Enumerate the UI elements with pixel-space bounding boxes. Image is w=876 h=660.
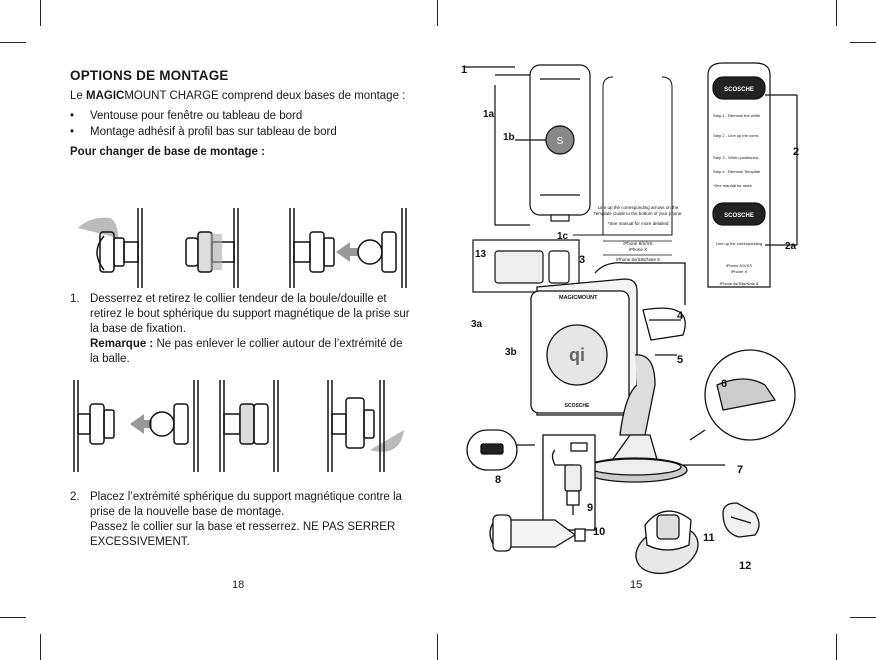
card-step: *See manual for more [713, 183, 753, 188]
crop-mark [850, 617, 876, 618]
instruction-card [707, 62, 798, 288]
intro-post: MOUNT CHARGE comprend deux bases de mont… [124, 90, 406, 102]
callout-label: 1c [557, 231, 569, 242]
callout-label: 1 [461, 64, 467, 76]
callout-label: 7 [737, 464, 743, 476]
card-line: iPhone X [731, 269, 748, 274]
callout-label: 9 [587, 502, 593, 514]
step2-illustrations [73, 380, 404, 472]
list-item: Montage adhésif à profil bas sur tableau… [70, 124, 410, 140]
callout-label: 6 [721, 378, 727, 390]
illustration-remove-ball [185, 208, 239, 288]
illustration-insert-ball [73, 380, 199, 472]
card-step: Step 2 - Line up the corre- [713, 133, 760, 138]
step-number: 2. [70, 491, 80, 503]
crop-mark [0, 42, 26, 43]
step-1: 1. Desserrez et retirez le collier tende… [70, 292, 410, 367]
step1-illustrations [78, 208, 407, 288]
crop-mark [40, 634, 41, 660]
usb-cable [542, 434, 596, 531]
template-text: Template Guide to the bottom of your pho… [593, 211, 682, 216]
illustration-loosen-collar [78, 208, 143, 288]
illustration-slide-collar [219, 380, 279, 472]
callout-label: 5 [677, 354, 683, 366]
illustration-separate-ball [289, 208, 407, 288]
callout-label: 3 [579, 254, 585, 266]
callout-label: 8 [495, 474, 501, 486]
callout-label: 2a [785, 241, 797, 252]
card-bottom-text: Line up the corresponding [716, 241, 762, 246]
crop-mark [0, 617, 26, 618]
brand-logo: SCOSCHE [565, 403, 590, 409]
callout-label: 10 [593, 526, 605, 538]
intro-brand: MAGIC [86, 90, 125, 102]
mount-logo: MAGICMOUNT [559, 295, 598, 301]
callout-label: 2 [793, 146, 799, 158]
port-magnifier [466, 429, 535, 471]
template-line: iPhone 6s/S8s/Note 8 [616, 257, 660, 262]
step-number: 1. [70, 293, 80, 305]
callout-label: 1b [503, 132, 515, 143]
components-diagram: S Line up the corresponding arrows on th… [461, 62, 799, 575]
svg-text:qi: qi [569, 345, 585, 365]
template-text: Line up the corresponding arrows on the [598, 205, 679, 210]
card-step: Step 1 - Remove the white [713, 113, 761, 118]
step-text: Passez le collier sur la base et resserr… [90, 521, 396, 548]
crop-mark [437, 634, 438, 660]
svg-text:S: S [557, 136, 564, 147]
adhesive-base [635, 510, 699, 575]
car-charger [489, 514, 586, 552]
step-text: Desserrez et retirez le collier tendeur … [90, 293, 410, 335]
note-text: Ne pas enlever le collier autour de l’ex… [90, 338, 403, 365]
intro-paragraph: Le MAGICMOUNT CHARGE comprend deux bases… [70, 89, 410, 104]
card-step: Step 4 - Remove Template [713, 169, 761, 174]
callout-label: 11 [703, 532, 715, 544]
callout-label: 12 [739, 560, 751, 572]
template-line: iPhone X [629, 247, 647, 252]
callout-label: 3a [471, 319, 483, 330]
crop-mark [836, 634, 837, 660]
step-text: Placez l’extrémité sphérique du support … [90, 491, 402, 518]
left-page: OPTIONS DE MONTAGE Le MAGICMOUNT CHARGE … [70, 68, 410, 158]
template-guide [602, 76, 673, 236]
list-item: Ventouse pour fenêtre ou tableau de bord [70, 108, 410, 124]
callout-label: 13 [475, 249, 487, 260]
card-line: iPhone 8/X/XS [726, 263, 752, 268]
template-line: iPhone 8/X/XS [623, 241, 652, 246]
mount-options-list: Ventouse pour fenêtre ou tableau de bord… [70, 108, 410, 140]
car-mount: qi [530, 262, 725, 483]
crop-mark [437, 0, 438, 26]
intro-pre: Le [70, 90, 86, 102]
brand-logo: SCOSCHE [724, 87, 754, 93]
note-label: Remarque : [90, 338, 154, 350]
callout-label: 3b [505, 347, 517, 358]
crop-mark [850, 42, 876, 43]
callout-label: 1a [483, 109, 495, 120]
section-subheading: Pour changer de base de montage : [70, 146, 265, 158]
template-text: *See manual for more detailed [608, 221, 669, 226]
page-number-right: 15 [630, 579, 643, 591]
brand-logo: SCOSCHE [724, 213, 754, 219]
packaging-box [472, 239, 580, 293]
step-2: 2. Placez l’extrémité sphérique du suppo… [70, 490, 410, 550]
crop-mark [40, 0, 41, 26]
detail-magnifier [689, 349, 796, 441]
card-line: iPhone 6s/S8s/Note 8 [720, 281, 759, 286]
page-number-left: 18 [232, 579, 245, 591]
illustration-tighten-collar [327, 380, 404, 472]
card-step: Step 3 - When positioned, [713, 155, 759, 160]
page-title: OPTIONS DE MONTAGE [70, 68, 229, 83]
crop-mark [836, 0, 837, 26]
callout-label: 4 [677, 310, 684, 322]
cable-clip [722, 502, 760, 538]
magnetic-plate: S [465, 64, 591, 226]
